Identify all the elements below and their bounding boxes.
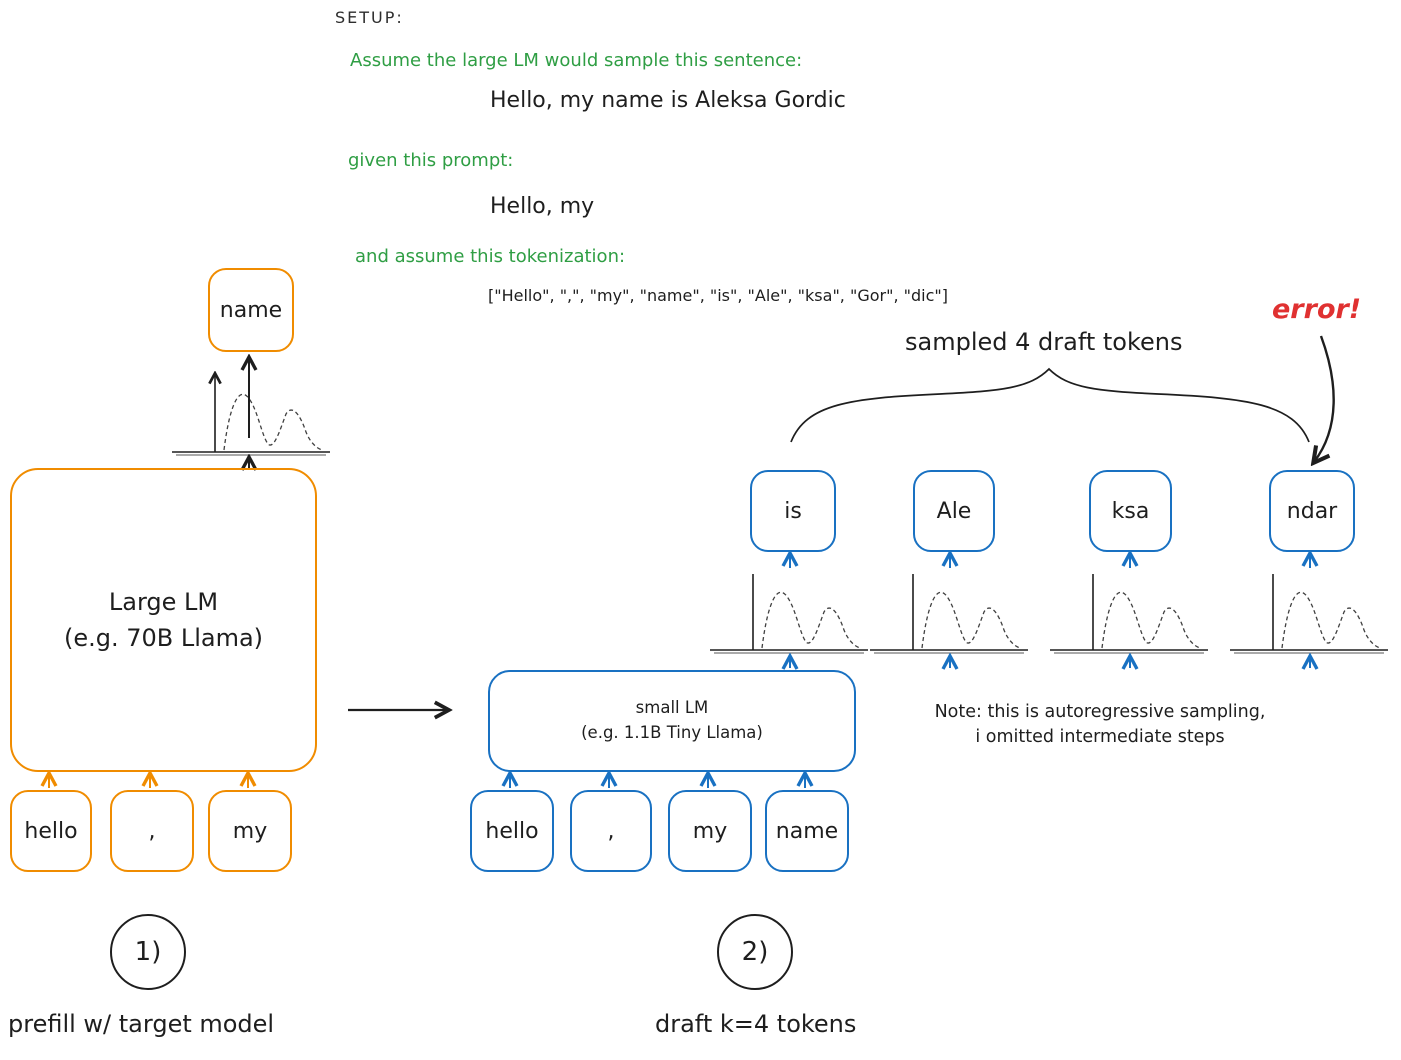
token-label: my (232, 818, 268, 844)
large-lm-name: Large LM (108, 588, 219, 616)
distribution-curve (921, 591, 1021, 649)
sampled-draft-tokens-label: sampled 4 draft tokens (905, 328, 1183, 356)
output-token-box-name: name (208, 268, 294, 352)
step-2-caption: draft k=4 tokens (655, 1010, 857, 1038)
step-1-badge: 1) (110, 914, 186, 990)
draft-token-box-is: is (750, 470, 836, 552)
sampled-sentence: Hello, my name is Aleksa Gordic (490, 88, 846, 113)
large-lm-input-arrows (49, 774, 248, 788)
brace (790, 367, 1310, 443)
large-lm-box: Large LM (e.g. 70B Llama) (10, 468, 317, 772)
draft-token-box-ndar: ndar (1269, 470, 1355, 552)
distribution-curve (1281, 591, 1381, 649)
tokenization-label: and assume this tokenization: (355, 246, 626, 267)
input-token-box-my: my (208, 790, 292, 872)
draft-distribution-plot-3 (1050, 554, 1208, 668)
error-label: error! (1272, 294, 1362, 325)
assumption-label: Assume the large LM would sample this se… (350, 50, 803, 71)
input-token-box-comma: , (110, 790, 194, 872)
token-label: ndar (1286, 498, 1338, 524)
token-label: , (607, 818, 615, 844)
large-lm-output-distribution-plot (172, 374, 330, 456)
small-lm-detail: (e.g. 1.1B Tiny Llama) (581, 723, 763, 742)
token-label: ksa (1111, 498, 1150, 524)
small-lm-box: small LM (e.g. 1.1B Tiny Llama) (488, 670, 856, 772)
token-label: hello (485, 818, 539, 844)
setup-title: SETUP: (335, 8, 404, 27)
distribution-curve (1101, 591, 1201, 649)
distribution-curve (761, 591, 861, 649)
note-line-1: Note: this is autoregressive sampling, (934, 702, 1266, 722)
token-label: hello (24, 818, 78, 844)
distribution-curve (223, 393, 323, 451)
input-token-box-hello: hello (470, 790, 554, 872)
error-arrow (1314, 335, 1335, 462)
draft-token-box-ksa: ksa (1089, 470, 1172, 552)
step-number: 2) (741, 937, 769, 967)
draft-distribution-plot-1 (710, 554, 868, 668)
small-lm-label: small LM (e.g. 1.1B Tiny Llama) (581, 696, 763, 746)
input-token-box-hello: hello (10, 790, 92, 872)
draft-token-box-ale: Ale (913, 470, 995, 552)
input-token-box-my: my (668, 790, 752, 872)
large-lm-detail: (e.g. 70B Llama) (63, 624, 264, 652)
input-token-box-name: name (765, 790, 849, 872)
small-lm-input-arrows (510, 774, 805, 788)
step-2-badge: 2) (717, 914, 793, 990)
step-number: 1) (134, 937, 162, 967)
draft-distribution-plot-4 (1230, 554, 1388, 668)
prompt-text: Hello, my (490, 194, 595, 219)
note-text: Note: this is autoregressive sampling, i… (900, 700, 1300, 751)
prompt-label: given this prompt: (348, 150, 514, 171)
draft-distribution-plot-2 (870, 554, 1028, 668)
token-label: name (775, 818, 839, 844)
tokenization-text: ["Hello", ",", "my", "name", "is", "Ale"… (488, 286, 948, 305)
token-label: , (148, 818, 156, 844)
input-token-box-comma: , (570, 790, 652, 872)
note-line-2: i omitted intermediate steps (975, 727, 1225, 748)
small-lm-name: small LM (635, 698, 709, 718)
token-label: Ale (936, 498, 972, 524)
token-label: name (219, 297, 283, 323)
large-lm-label: Large LM (e.g. 70B Llama) (64, 584, 263, 656)
step-1-caption: prefill w/ target model (8, 1010, 275, 1038)
token-label: my (692, 818, 728, 844)
token-label: is (784, 498, 802, 524)
